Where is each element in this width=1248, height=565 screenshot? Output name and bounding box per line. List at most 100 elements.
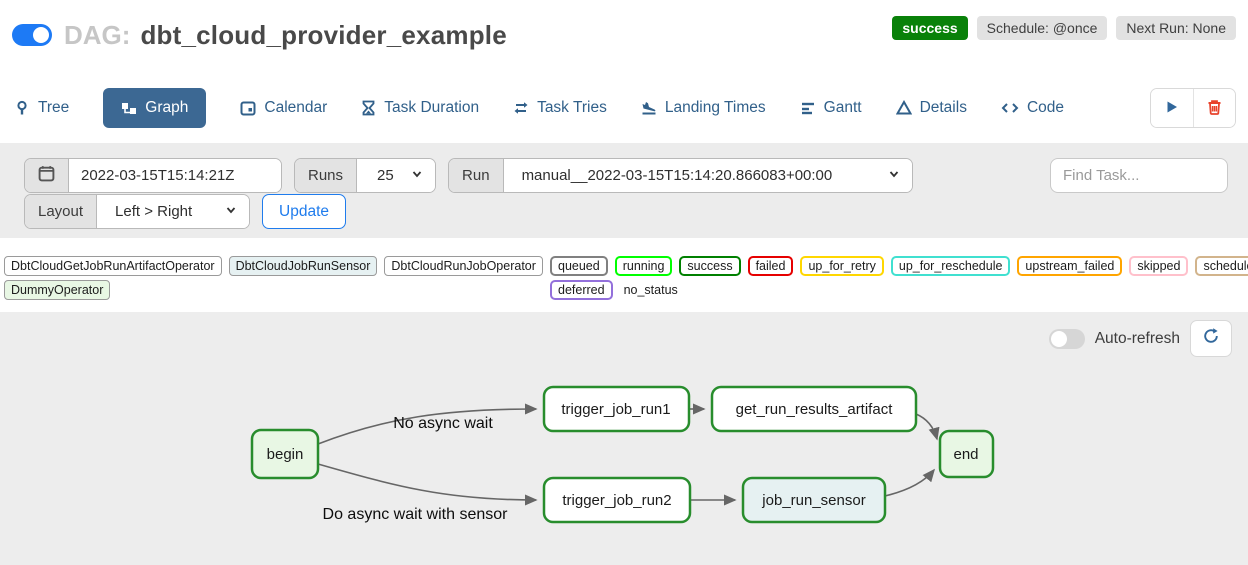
details-icon [895,100,912,116]
node-label: trigger_job_run1 [561,401,670,418]
node-end[interactable]: end [938,429,995,479]
status-legend: queued running success failed up_for_ret… [550,256,1248,304]
tab-label: Landing Times [664,99,766,116]
tab-task-tries[interactable]: Task Tries [513,99,607,117]
node-label: job_run_sensor [761,492,865,509]
dag-graph-svg: No async wait Do async wait with sensor … [250,385,995,524]
status-chip[interactable]: success [679,256,741,276]
dag-label-prefix: DAG: [64,19,131,50]
layout-select[interactable]: Left > Right [97,195,250,228]
find-task-input[interactable] [1050,158,1228,193]
status-chip[interactable]: scheduled [1195,256,1248,276]
node-trigger-job-run2[interactable]: trigger_job_run2 [542,476,692,524]
plane-landing-icon [641,100,657,116]
base-date-group [24,158,282,193]
tab-code[interactable]: Code [1001,99,1064,117]
run-select[interactable]: manual__2022-03-15T15:14:20.866083+00:00 [503,159,912,192]
auto-refresh-toggle[interactable] [1048,328,1085,349]
chevron-down-icon [411,167,423,184]
dag-header: DAG: dbt_cloud_provider_example success … [12,12,1236,58]
tab-tree[interactable]: Tree [14,99,69,117]
delete-dag-button[interactable] [1193,89,1235,127]
status-chip[interactable]: running [614,256,673,276]
tab-label: Details [919,99,967,116]
legend-operator: DbtCloudRunJobOperator [384,256,543,276]
graph-panel: Auto-refresh No async wait Do asy [0,312,1248,565]
toggle-knob [1050,330,1067,347]
tab-label: Calendar [264,99,328,116]
auto-refresh-label: Auto-refresh [1094,329,1180,347]
node-get-run-results-artifact[interactable]: get_run_results_artifact [710,385,918,433]
edge-artifact-end [915,413,940,441]
hourglass-icon [361,100,376,116]
status-chip[interactable]: up_for_retry [800,256,884,276]
tab-calendar[interactable]: Calendar [240,99,327,117]
status-chip[interactable]: failed [747,256,794,276]
next-run-badge: Next Run: None [1116,16,1236,40]
node-label: trigger_job_run2 [562,492,671,509]
tab-task-duration[interactable]: Task Duration [361,99,479,117]
layout-group: Layout Left > Right [24,194,251,229]
edge-begin-run1 [317,403,538,445]
runs-selected-value: 25 [377,167,394,184]
trigger-dag-button[interactable] [1151,89,1193,127]
status-chip[interactable]: upstream_failed [1017,256,1123,276]
refresh-controls: Auto-refresh [1048,320,1232,357]
edge-label-do-async: Do async wait with sensor [323,506,509,523]
dag-action-buttons [1150,88,1236,128]
calendar-icon [38,165,55,186]
calendar-addon [25,159,69,192]
play-icon [1165,100,1179,117]
run-label: Run [449,159,504,192]
status-chip[interactable]: skipped [1129,256,1189,276]
edge-sensor-end [884,468,936,497]
node-begin[interactable]: begin [250,428,320,480]
update-button[interactable]: Update [262,194,347,229]
legend-operator: DbtCloudGetJobRunArtifactOperator [4,256,222,276]
operator-legend: DbtCloudGetJobRunArtifactOperator DbtClo… [4,256,543,304]
tab-details[interactable]: Details [895,99,967,117]
node-label: get_run_results_artifact [736,401,894,418]
edge-begin-run2 [317,463,538,506]
header-badges: success Schedule: @once Next Run: None [892,16,1236,40]
status-chip[interactable]: queued [550,256,608,276]
chevron-down-icon [888,167,900,184]
status-chip-no-status[interactable]: no_status [623,283,678,297]
filter-panel: Runs 25 Run manual__2022-03-15T15:14:20.… [0,143,1248,238]
chevron-down-icon [225,203,237,220]
tab-label: Code [1026,99,1065,116]
layout-selected-value: Left > Right [115,203,193,220]
legend: DbtCloudGetJobRunArtifactOperator DbtClo… [0,250,1248,312]
edge-label-no-async: No async wait [393,415,493,432]
dag-title: dbt_cloud_provider_example [140,19,507,50]
status-chip[interactable]: deferred [550,280,613,300]
node-label: begin [267,446,304,463]
node-label: end [953,446,978,463]
runs-select[interactable]: 25 [357,159,436,192]
filter-row-1: Runs 25 Run manual__2022-03-15T15:14:20.… [24,158,913,193]
dag-status-badge: success [892,16,968,40]
base-date-input[interactable] [81,167,269,184]
dag-pause-toggle[interactable] [12,24,52,46]
view-tabbar: Tree Graph Calendar Task Duration Task T… [14,86,1236,130]
status-chip[interactable]: up_for_reschedule [890,256,1011,276]
tab-landing-times[interactable]: Landing Times [641,99,766,117]
run-select-group: Run manual__2022-03-15T15:14:20.866083+0… [448,158,913,193]
num-runs-group: Runs 25 [294,158,437,193]
node-trigger-job-run1[interactable]: trigger_job_run1 [542,385,691,433]
filter-row-2: Layout Left > Right Update [24,194,347,229]
tab-label: Gantt [823,99,862,116]
tab-graph[interactable]: Graph [103,88,207,128]
refresh-icon [1202,327,1220,350]
schedule-badge: Schedule: @once [976,16,1108,40]
layout-label: Layout [25,195,98,228]
refresh-button[interactable] [1190,320,1232,357]
gantt-icon [800,100,816,116]
code-icon [1001,100,1019,116]
tab-label: Graph [145,99,189,116]
graph-icon [121,100,137,116]
tab-gantt[interactable]: Gantt [800,99,862,117]
node-job-run-sensor[interactable]: job_run_sensor [741,476,887,524]
tree-icon [14,100,30,116]
